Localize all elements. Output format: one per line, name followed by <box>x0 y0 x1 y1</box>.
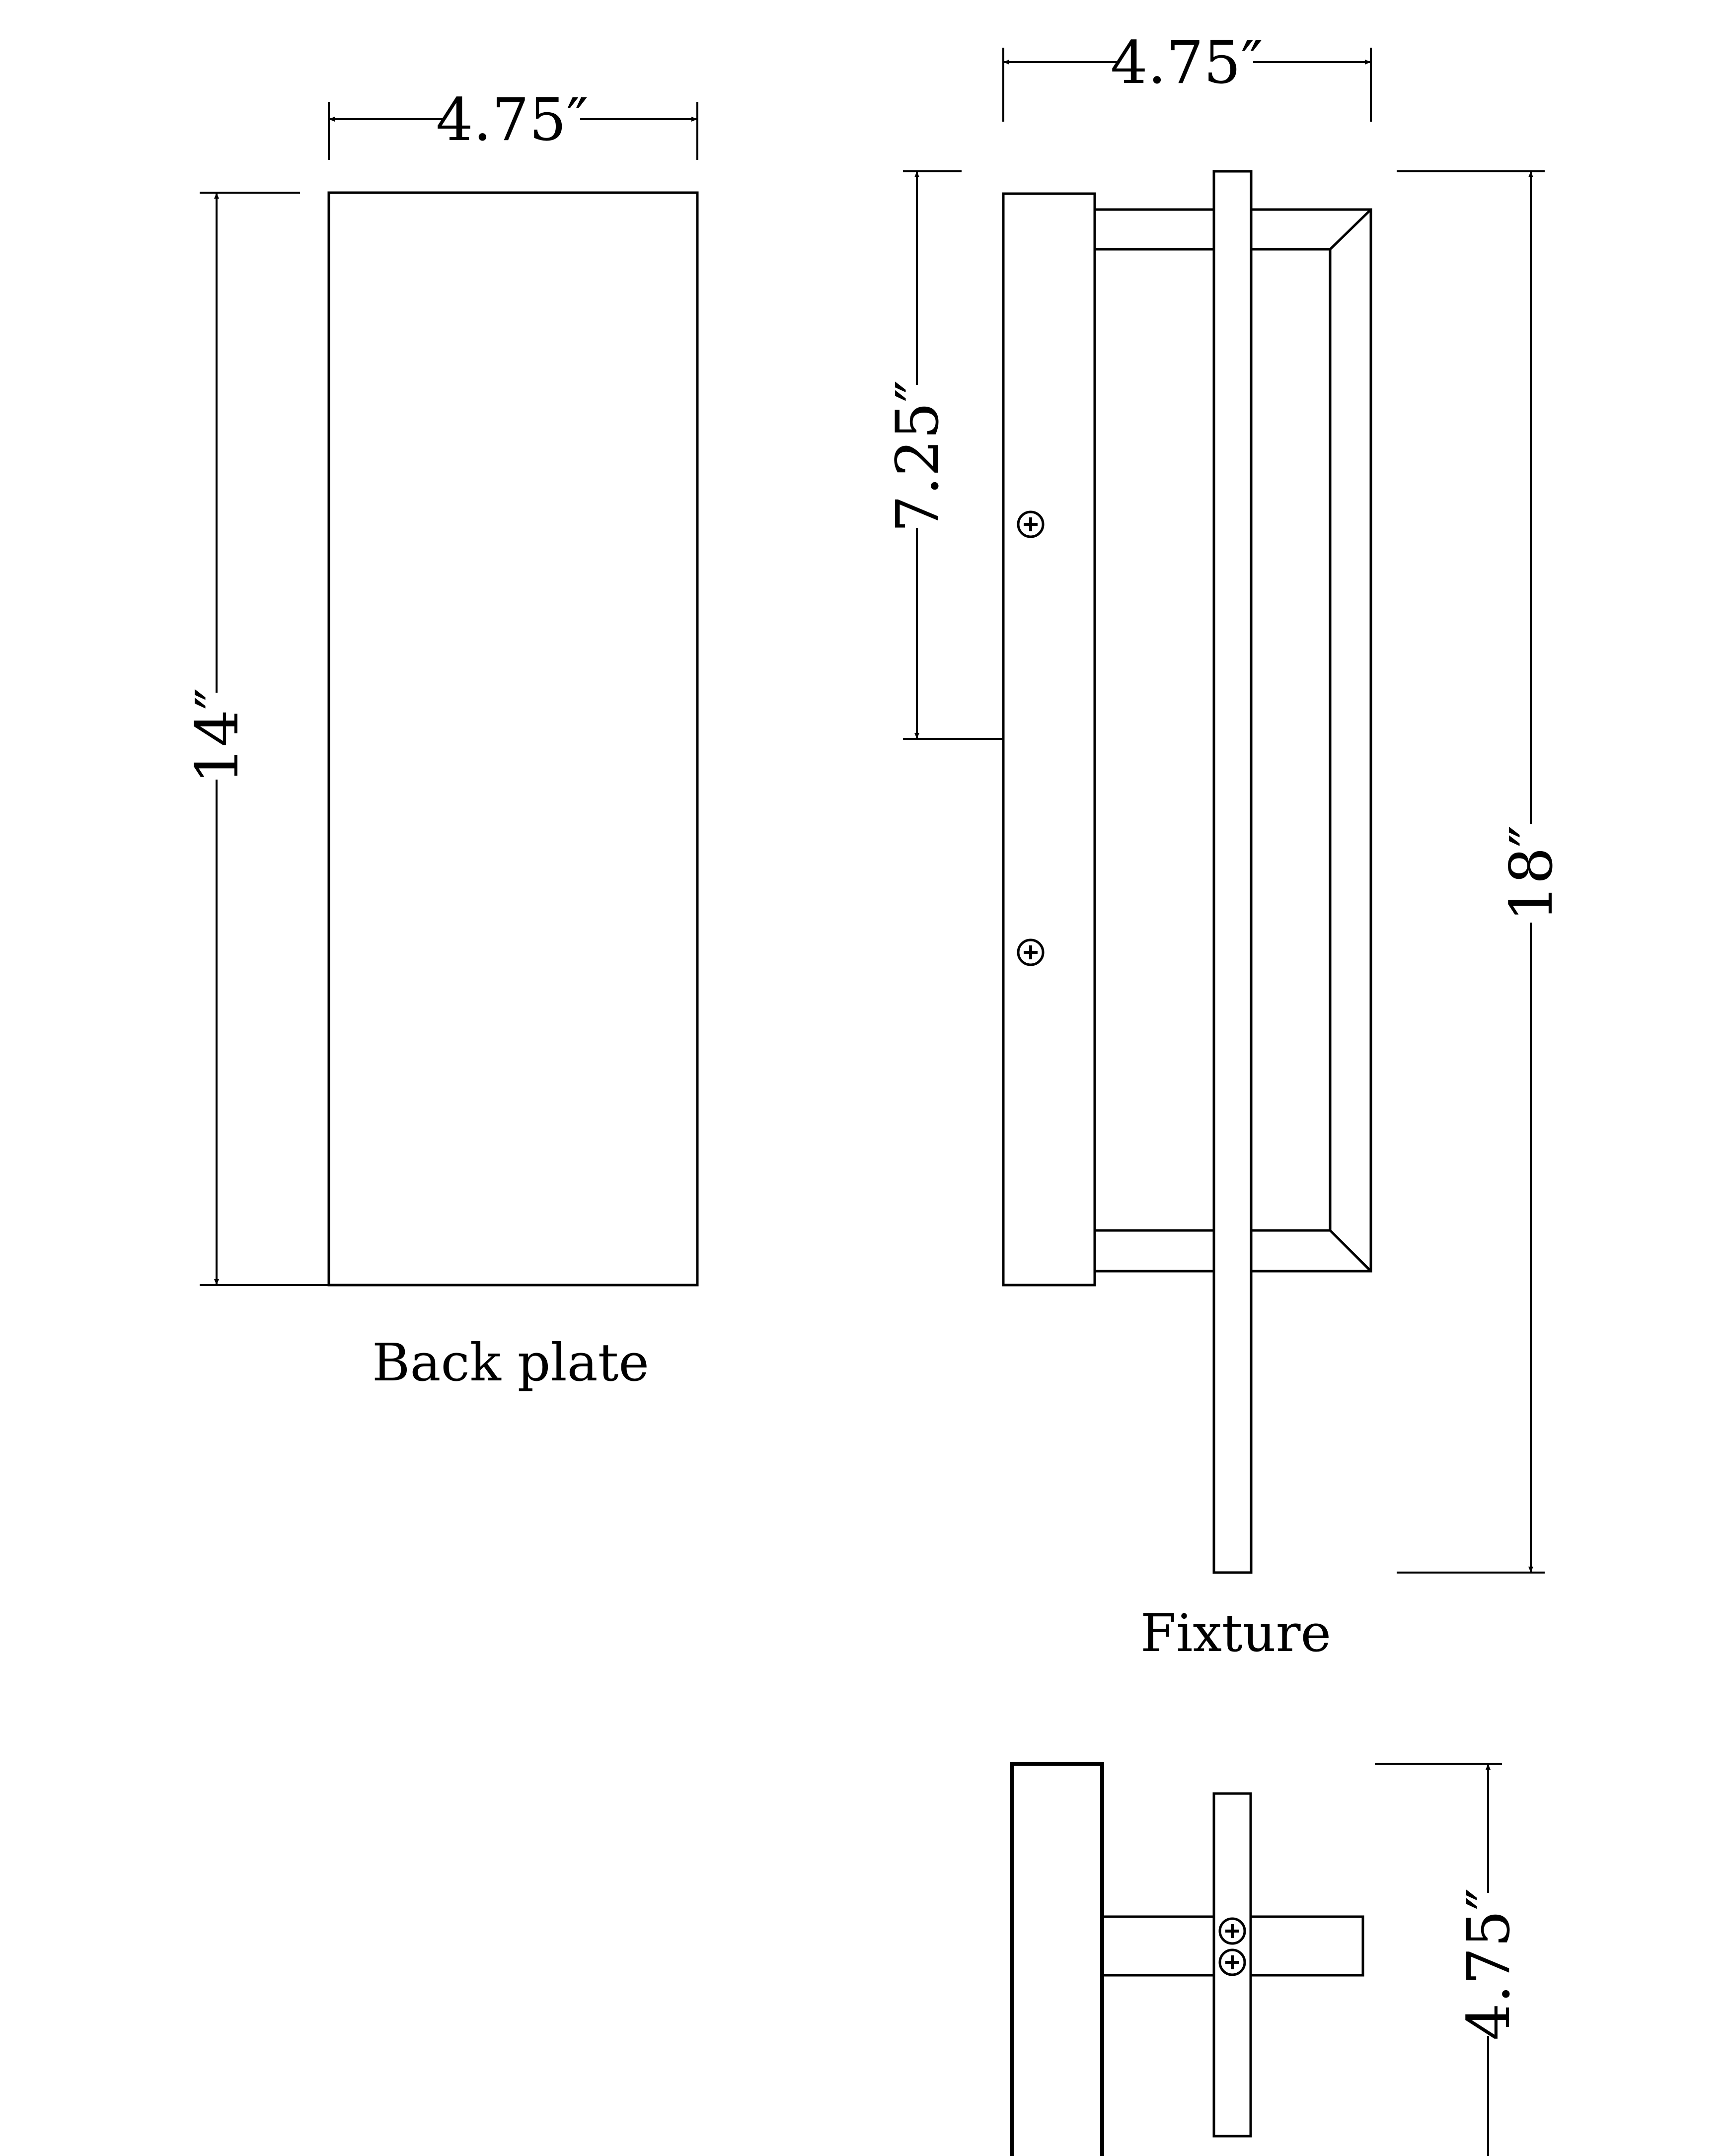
fixture-view: 4.75″ 7.25″ 18″ Fixture <box>883 28 1566 1663</box>
fixture-light-bar <box>1212 170 1253 1574</box>
fixture-width-dimension: 4.75″ <box>1002 28 1372 122</box>
screw-icon <box>1018 940 1043 965</box>
fixture-height-dimension: 18″ <box>1397 170 1566 1574</box>
back-plate-outline <box>327 191 699 1287</box>
back-plate-view: 4.75″ 14″ Back plate <box>183 85 699 1393</box>
fixture-arm-frame-inner <box>1095 248 1332 1232</box>
fixture-width-label: 4.75″ <box>1111 28 1263 97</box>
fixture-back-plate <box>1002 192 1096 1287</box>
fixture-height-label: 18″ <box>1497 825 1566 922</box>
back-plate-width-dimension: 4.75″ <box>328 85 698 160</box>
top-view-depth-label: 4.75″ <box>1454 1888 1523 2041</box>
back-plate-width-label: 4.75″ <box>436 85 589 154</box>
top-view-back-plate <box>1010 1762 1104 2156</box>
fixture-caption: Fixture <box>1140 1603 1331 1663</box>
fixture-mount-height-label: 7.25″ <box>883 380 952 533</box>
back-plate-height-dimension: 14″ <box>183 192 329 1286</box>
fixture-mount-height-dimension: 7.25″ <box>883 170 1003 740</box>
fixture-top-view: 4.75″ <box>1010 1762 1523 2156</box>
back-plate-height-label: 14″ <box>183 688 251 784</box>
top-view-depth-dimension: 4.75″ <box>1375 1763 1523 2156</box>
screw-icon <box>1018 512 1043 537</box>
back-plate-caption: Back plate <box>372 1332 649 1393</box>
